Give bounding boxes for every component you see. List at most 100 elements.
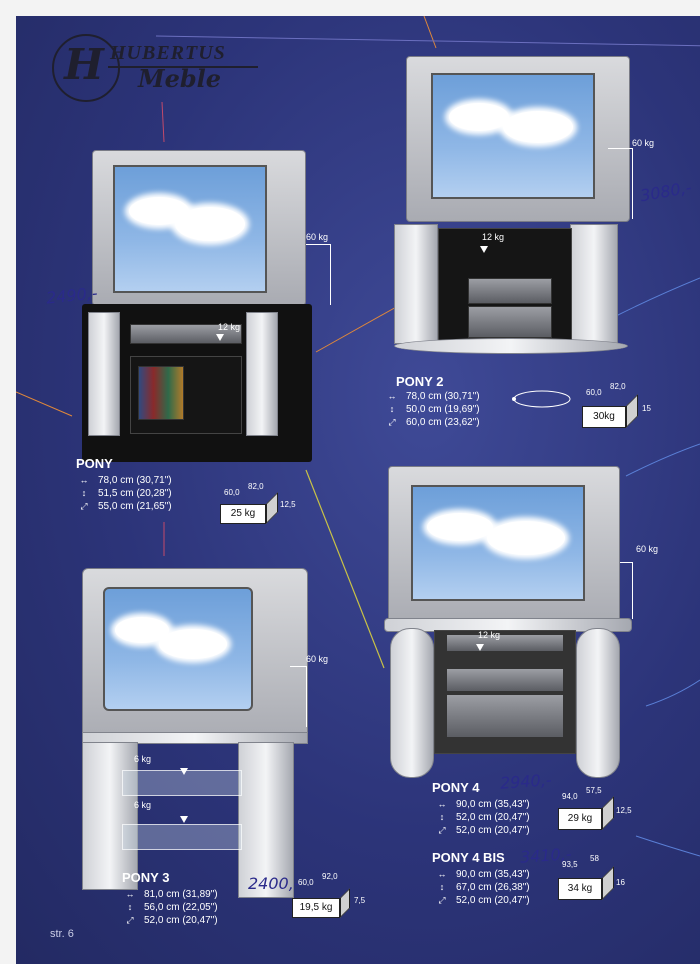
pony-4-stand: [384, 614, 632, 782]
pony-4-bis-box-weight: 34 kg: [558, 878, 602, 900]
pony-2-stand: [394, 214, 628, 374]
width-arrow-icon: ↔: [125, 889, 135, 899]
pony-3-height: 56,0 cm (22,05"): [144, 902, 218, 913]
pony-3-tv: [82, 568, 308, 744]
depth-arrow-icon: ⤢: [438, 825, 446, 835]
pony-3-box-weight: 19,5 kg: [292, 898, 340, 918]
pony-tv-load: 60 kg: [306, 232, 329, 242]
pony-name: PONY: [76, 456, 113, 471]
pony-4-bis-dimensions: ↔ 90,0 cm (35,43") ↕ 67,0 cm (26,38") ⤢ 52,…: [436, 868, 530, 907]
weight-arrow-icon: [480, 246, 488, 253]
depth-arrow-icon: ⤢: [126, 915, 134, 925]
pony-4-bis-width: 90,0 cm (35,43"): [456, 869, 530, 880]
pony-4-bis-box-depth: 58: [590, 854, 599, 863]
pony-4-box-weight: 29 kg: [558, 808, 602, 830]
pony-4-name: PONY 4: [432, 780, 480, 795]
pony-4-depth: 52,0 cm (20,47"): [456, 825, 530, 836]
pony-4-tv: [388, 466, 620, 626]
pony-2-dimensions: ↔78,0 cm (30,71") ↕50,0 cm (19,69") ⤢60,…: [386, 390, 480, 429]
pony-tv-screen: [113, 165, 267, 293]
page-number: str. 6: [50, 928, 74, 940]
pony-4-box-height: 12,5: [616, 806, 632, 815]
pony-3-box-height: 7,5: [354, 896, 366, 905]
pony-4-dimensions: ↔ 90,0 cm (35,43") ↕ 52,0 cm (20,47") ⤢ 52,…: [436, 798, 530, 837]
catalog-page: H HUBERTUS Meble 60 kg 12 kg 2490,- PONY…: [16, 16, 700, 964]
pony-4-bis-box-width: 93,5: [562, 860, 578, 869]
pony-4-price: 2940,-: [499, 770, 553, 793]
pony-3-tv-load-line: [290, 666, 307, 727]
height-arrow-icon: ↕: [439, 882, 445, 892]
pony-3-tv-load: 60 kg: [306, 654, 329, 664]
weight-arrow-icon: [180, 816, 188, 823]
pony-4-tv-screen: [411, 485, 585, 601]
width-arrow-icon: ↔: [387, 391, 397, 401]
pony-2-box-depth: 82,0: [610, 382, 626, 391]
pony-4-width: 90,0 cm (35,43"): [456, 799, 530, 810]
rotate-icon: [512, 390, 571, 408]
height-arrow-icon: ↕: [127, 902, 133, 912]
pony-4-box-icon: 94,0 57,5 29 kg 12,5: [558, 786, 648, 834]
pony-2-tv-load-line: [608, 148, 633, 219]
pony-4-bis-name: PONY 4 BIS: [432, 850, 505, 865]
pony-box-icon: 60,0 82,0 25 kg 12,5: [220, 482, 300, 528]
pony-2-box-width: 60,0: [586, 388, 602, 397]
pony-4-bis-box-height: 16: [616, 878, 625, 887]
logo-underline: [108, 66, 258, 68]
hubertus-logo: H HUBERTUS Meble: [52, 34, 262, 102]
pony-3-name: PONY 3: [122, 870, 170, 885]
pony-2-box-icon: 60,0 82,0 30kg 15: [582, 382, 662, 432]
width-arrow-icon: ↔: [437, 869, 447, 879]
pony-3-box-icon: 60,0 92,0 19,5 kg 7,5: [292, 872, 376, 922]
height-arrow-icon: ↕: [439, 812, 445, 822]
weight-arrow-icon: [180, 768, 188, 775]
pony-stand: [82, 304, 312, 462]
pony-3-price: 2400,-: [248, 874, 300, 893]
decorative-lines: [16, 16, 700, 857]
pony-2-box-weight: 30kg: [582, 406, 626, 428]
pony-2-height: 50,0 cm (19,69"): [406, 404, 480, 415]
pony-3-box-depth: 92,0: [322, 872, 338, 881]
pony-3-tv-screen: [103, 587, 253, 711]
pony-4-bis-depth: 52,0 cm (20,47"): [456, 895, 530, 906]
pony-4-bis-height: 67,0 cm (26,38"): [456, 882, 530, 893]
pony-2-tv: [406, 56, 630, 222]
pony-dimensions: ↔78,0 cm (30,71") ↕51,5 cm (20,28") ⤢55,…: [78, 474, 172, 513]
pony-2-tv-load: 60 kg: [632, 138, 655, 148]
pony-box-height: 12,5: [280, 500, 296, 509]
pony-box-weight: 25 kg: [220, 504, 266, 524]
pony-box-depth: 82,0: [248, 482, 264, 491]
depth-arrow-icon: ⤢: [438, 895, 446, 905]
pony-2-box-height: 15: [642, 404, 651, 413]
pony-4-box-width: 94,0: [562, 792, 578, 801]
logo-circle: [52, 34, 120, 102]
pony-4-shelf-load: 12 kg: [478, 630, 501, 640]
pony-3-shelf-load-2: 6 kg: [134, 800, 152, 810]
weight-arrow-icon: [476, 644, 484, 651]
pony-tv: [92, 150, 306, 306]
brand-subname: Meble: [138, 64, 222, 93]
pony-3-dimensions: ↔81,0 cm (31,89") ↕56,0 cm (22,05") ⤢52,…: [124, 888, 218, 927]
pony-3-shelf-load-1: 6 kg: [134, 754, 152, 764]
pony-4-height: 52,0 cm (20,47"): [456, 812, 530, 823]
width-arrow-icon: ↔: [79, 475, 89, 485]
pony-4-tv-load-line: [620, 562, 633, 619]
pony-2-depth: 60,0 cm (23,62"): [406, 417, 480, 428]
brand-name: HUBERTUS: [110, 42, 226, 64]
pony-4-tv-load: 60 kg: [636, 544, 659, 554]
pony-4-box-depth: 57,5: [586, 786, 602, 795]
pony-2-width: 78,0 cm (30,71"): [406, 391, 480, 402]
pony-height: 51,5 cm (20,28"): [98, 488, 172, 499]
pony-depth: 55,0 cm (21,65"): [98, 501, 172, 512]
depth-arrow-icon: ⤢: [388, 417, 396, 427]
weight-arrow-icon: [216, 334, 224, 341]
pony-2-tv-screen: [431, 73, 595, 199]
depth-arrow-icon: ⤢: [80, 501, 88, 511]
pony-2-name: PONY 2: [396, 374, 444, 389]
pony-2-shelf-load: 12 kg: [482, 232, 505, 242]
pony-tv-load-line: [306, 244, 331, 305]
width-arrow-icon: ↔: [437, 799, 447, 809]
logo-monogram: H: [64, 40, 104, 89]
pony-box-width: 60,0: [224, 488, 240, 497]
pony-3-depth: 52,0 cm (20,47"): [144, 915, 218, 926]
height-arrow-icon: ↕: [81, 488, 87, 498]
